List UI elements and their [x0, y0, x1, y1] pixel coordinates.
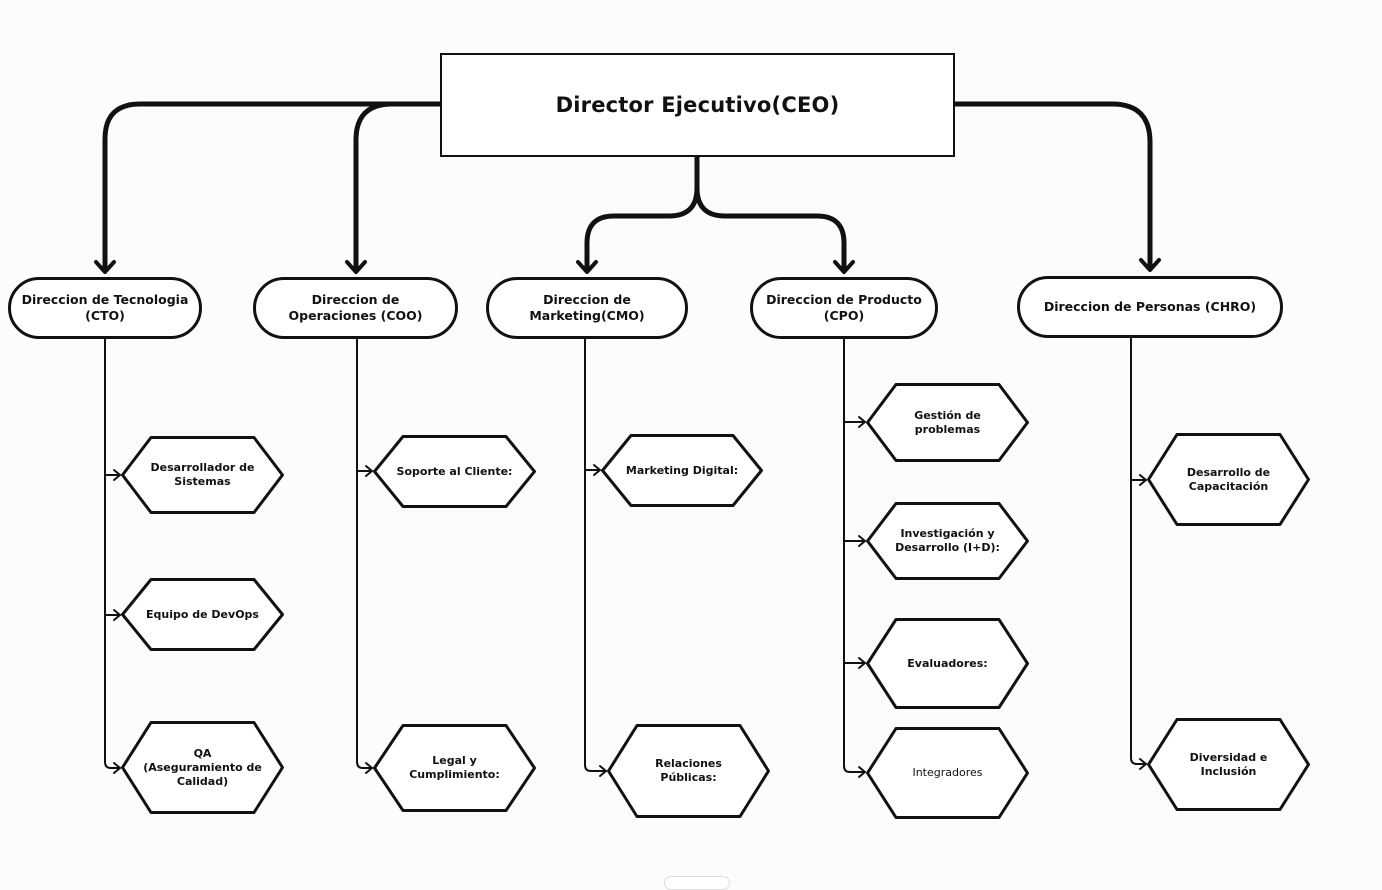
ceo-node[interactable]: Director Ejecutivo(CEO) — [440, 53, 955, 157]
connector-arrow-right — [113, 609, 121, 621]
connector-arrow-right — [599, 765, 607, 777]
department-label: Evaluadores: — [907, 656, 988, 670]
department-node[interactable]: Equipo de DevOps — [121, 578, 284, 651]
connector-arrow-right — [113, 762, 121, 774]
department-label: Marketing Digital: — [625, 463, 739, 477]
department-label: Gestión de problemas — [914, 408, 981, 436]
department-label: Diversidad e Inclusión — [1189, 750, 1268, 778]
octagon-shape — [373, 435, 536, 508]
connector-arrow-down — [576, 260, 598, 274]
octagon-shape — [607, 724, 770, 818]
connector-arrow-down — [345, 260, 367, 274]
department-node[interactable]: Relaciones Públicas: — [607, 724, 770, 818]
department-label: Desarrollo de Capacitación — [1186, 465, 1271, 493]
direction-label: Direccion de Personas (CHRO) — [1043, 299, 1257, 314]
octagon-shape — [601, 434, 763, 507]
direction-node-cto[interactable]: Direccion de Tecnologia (CTO) — [8, 277, 202, 339]
department-node[interactable]: Soporte al Cliente: — [373, 435, 536, 508]
direction-label: Direccion de Producto (CPO) — [766, 292, 922, 323]
connector-ceo-chro — [952, 101, 1153, 271]
department-label: Investigación y Desarrollo (I+D): — [895, 527, 1000, 554]
connector-ceo-cto — [102, 101, 443, 273]
department-label: Soporte al Cliente: — [396, 464, 513, 478]
department-node[interactable]: Desarrollador de Sistemas — [121, 436, 284, 514]
department-label: Relaciones Públicas: — [655, 757, 722, 784]
ceo-label: Director Ejecutivo(CEO) — [555, 93, 840, 117]
department-node[interactable]: Gestión de problemas — [866, 383, 1029, 462]
octagon-shape — [866, 727, 1029, 819]
department-label: Integradores — [912, 766, 983, 779]
connector-arrow-right — [858, 535, 866, 547]
direction-label: Direccion de Marketing(CMO) — [529, 292, 645, 323]
direction-node-cmo[interactable]: Direccion de Marketing(CMO) — [486, 277, 688, 339]
connector-arrow-right — [593, 464, 601, 476]
octagon-shape — [121, 436, 284, 514]
direction-node-coo[interactable]: Direccion de Operaciones (COO) — [253, 277, 458, 339]
connector-branch — [104, 761, 121, 769]
connector-arrow-right — [858, 766, 866, 778]
connector-arrow-down — [1139, 258, 1161, 272]
connector-arrow-right — [365, 465, 373, 477]
connector-ceo-cmo — [584, 154, 700, 273]
connector-branch — [584, 764, 607, 772]
direction-label: Direccion de Operaciones (COO) — [288, 292, 423, 323]
department-node[interactable]: QA (Aseguramiento de Calidad) — [121, 721, 284, 814]
department-node[interactable]: Diversidad e Inclusión — [1147, 718, 1310, 811]
octagon-shape — [866, 618, 1029, 709]
connector-ceo-cpo — [694, 185, 847, 273]
octagon-shape — [866, 383, 1029, 462]
connector-branch — [356, 761, 373, 769]
page-tab-handle[interactable] — [664, 876, 730, 890]
department-node[interactable]: Desarrollo de Capacitación — [1147, 433, 1310, 526]
connector-arrow-right — [365, 762, 373, 774]
connector-arrow-right — [1139, 758, 1147, 770]
octagon-shape — [1147, 718, 1310, 811]
direction-node-cpo[interactable]: Direccion de Producto (CPO) — [750, 277, 938, 339]
department-label: Desarrollador de Sistemas — [150, 461, 255, 488]
department-node[interactable]: Legal y Cumplimiento: — [373, 724, 536, 812]
connector-arrow-down — [94, 260, 116, 274]
octagon-shape — [121, 578, 284, 651]
connector-arrow-right — [1139, 474, 1147, 486]
octagon-shape — [121, 721, 284, 814]
connector-branch — [1130, 757, 1147, 765]
connector-arrow-down — [833, 260, 855, 274]
department-label: QA (Aseguramiento de Calidad) — [143, 746, 262, 788]
octagon-shape — [1147, 433, 1310, 526]
department-label: Equipo de DevOps — [146, 607, 259, 621]
connector-arrow-right — [858, 657, 866, 669]
direction-node-chro[interactable]: Direccion de Personas (CHRO) — [1017, 276, 1283, 338]
department-node[interactable]: Evaluadores: — [866, 618, 1029, 709]
connector-arrow-right — [858, 416, 866, 428]
department-node[interactable]: Marketing Digital: — [601, 434, 763, 507]
connector-ceo-coo — [353, 101, 443, 273]
connector-branch — [843, 765, 866, 773]
department-node[interactable]: Integradores — [866, 727, 1029, 819]
department-node[interactable]: Investigación y Desarrollo (I+D): — [866, 502, 1029, 580]
octagon-shape — [373, 724, 536, 812]
department-label: Legal y Cumplimiento: — [409, 754, 500, 781]
connector-arrow-right — [113, 469, 121, 481]
octagon-shape — [866, 502, 1029, 580]
direction-label: Direccion de Tecnologia (CTO) — [21, 292, 189, 323]
